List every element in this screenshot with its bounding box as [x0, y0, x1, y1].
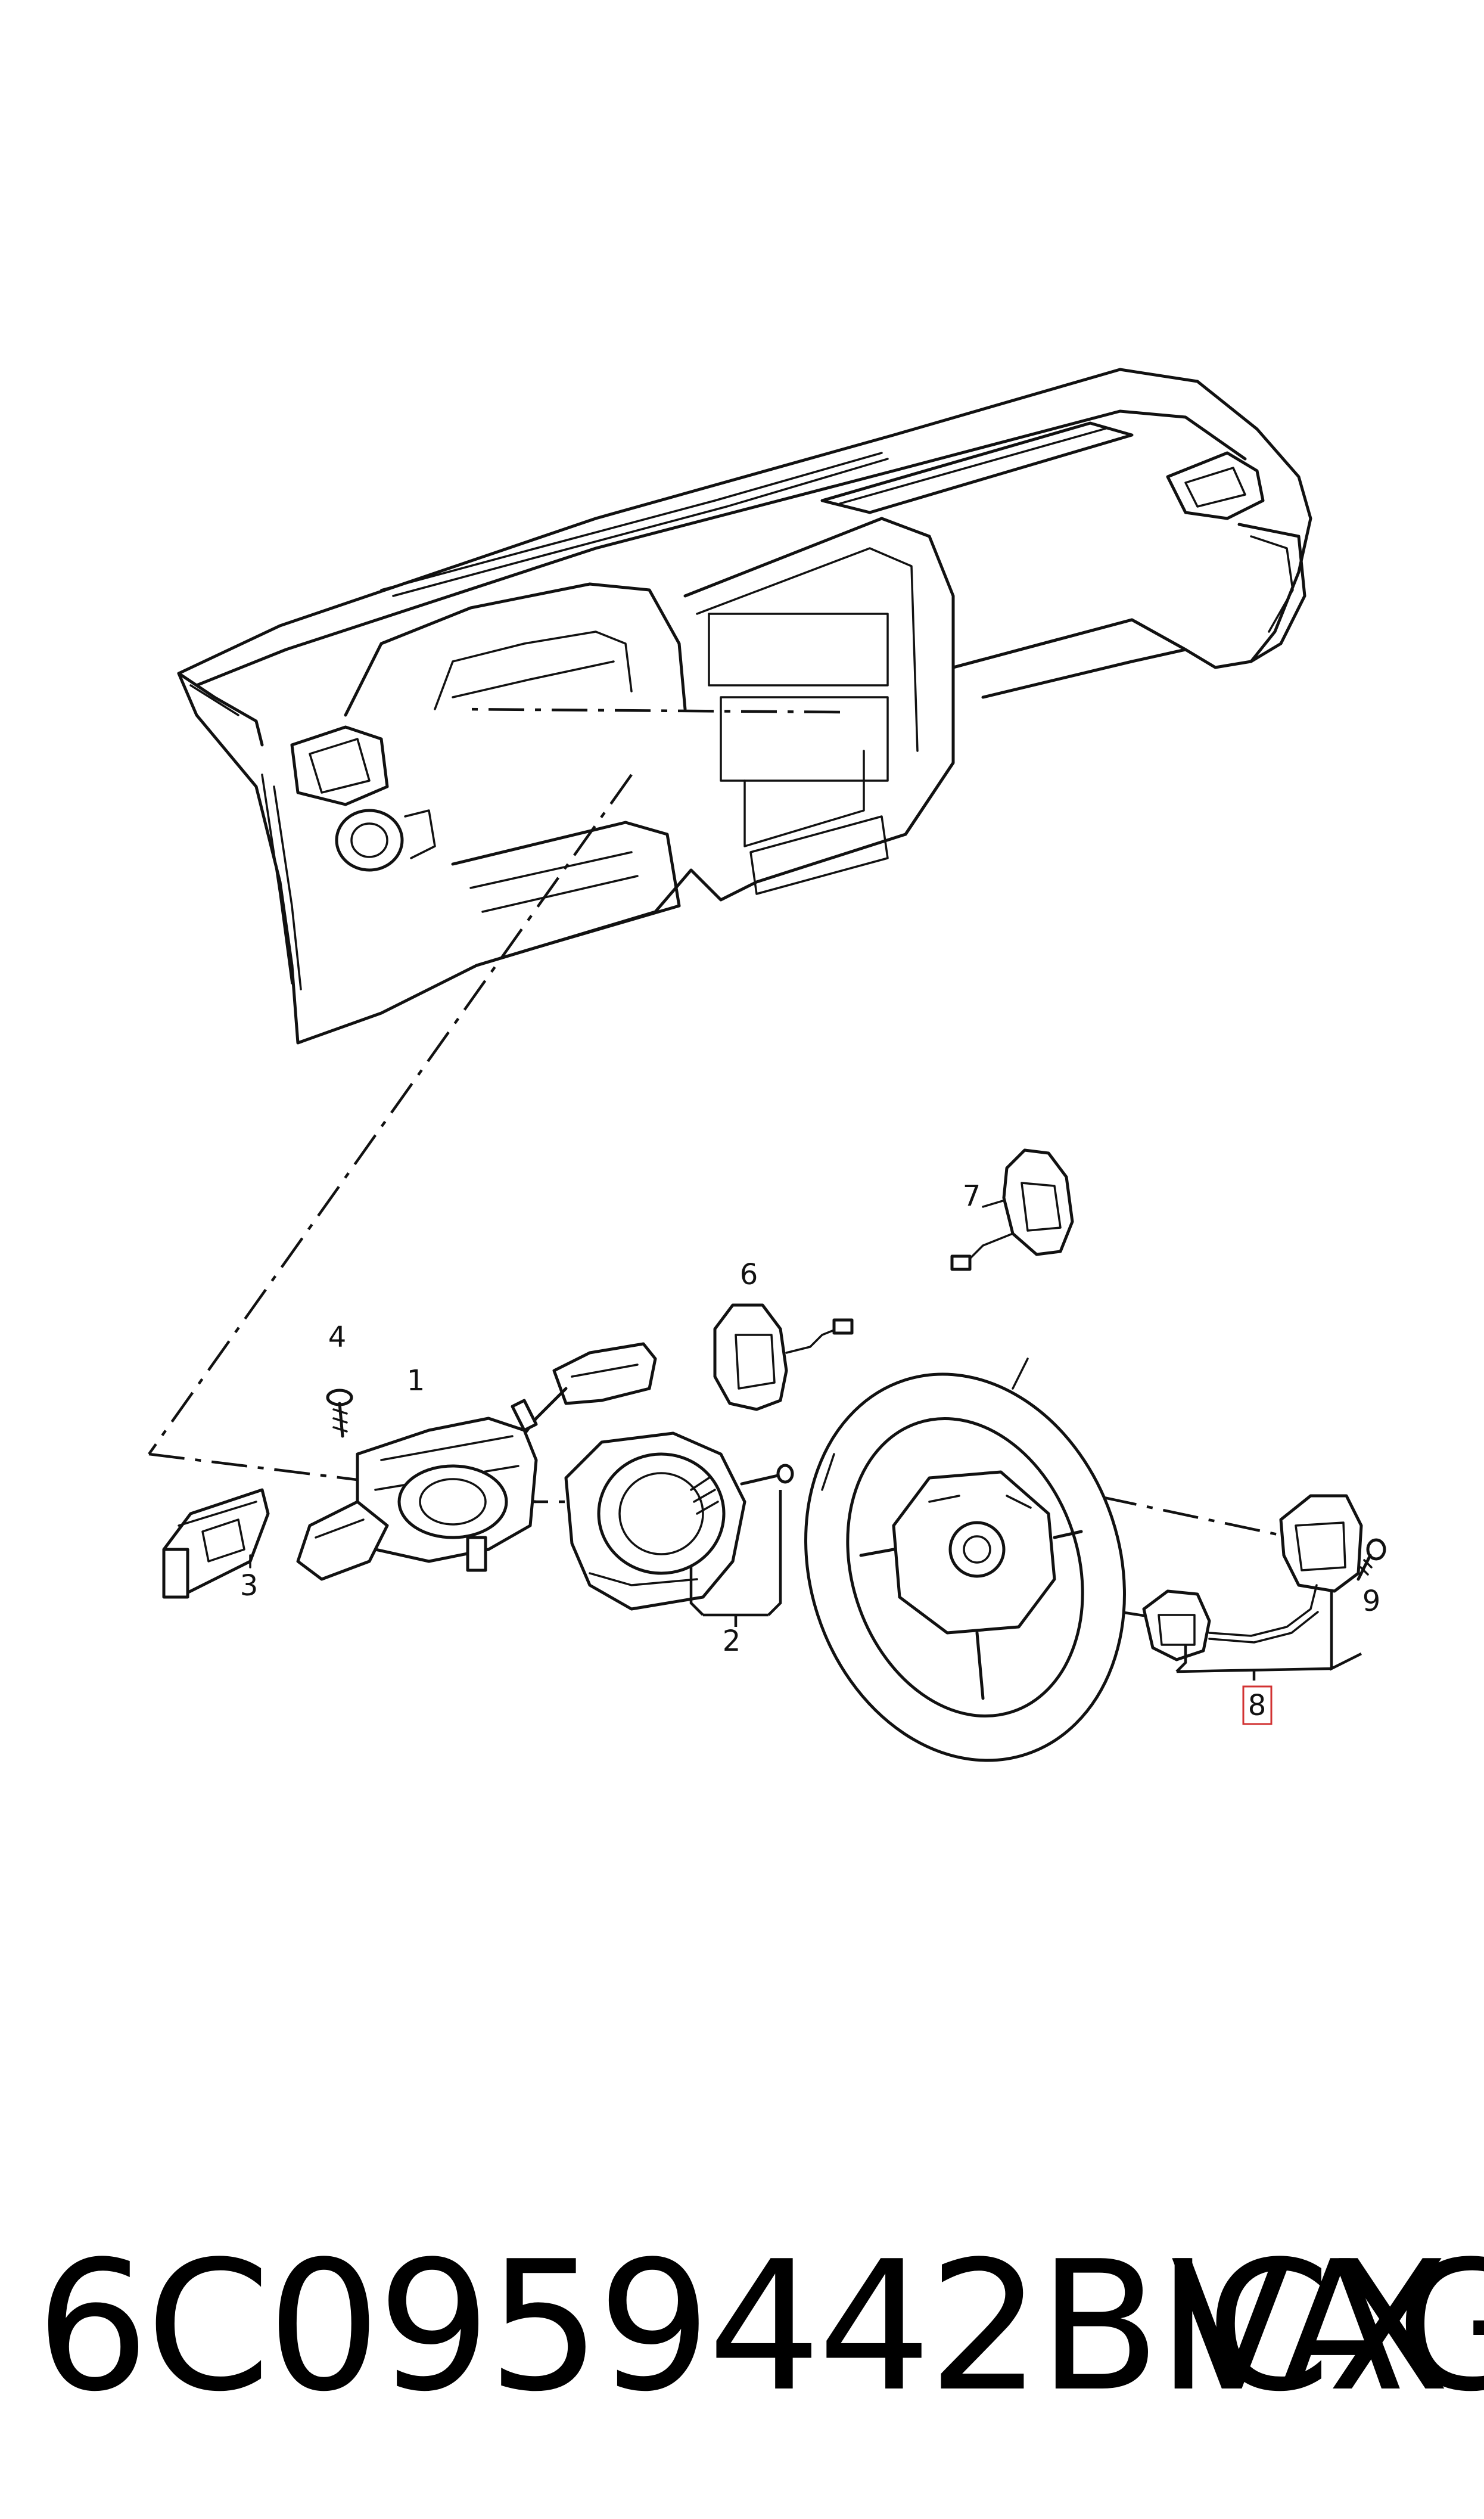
steering-wheel	[804, 1358, 1126, 1762]
callout-1: 1	[407, 1364, 425, 1397]
dashboard-assembly	[177, 368, 1312, 1045]
callout-brackets	[249, 1490, 1362, 1681]
part-6-steering-wheel-button	[713, 1303, 854, 1411]
callout-2: 2	[723, 1625, 741, 1658]
callout-7: 7	[963, 1179, 981, 1213]
callout-8: 8	[1248, 1689, 1267, 1722]
callout-3: 3	[240, 1569, 259, 1602]
part-4-screw	[326, 1389, 353, 1438]
callout-4: 4	[328, 1321, 347, 1354]
part-number: 6C0959442BICX	[36, 2223, 1450, 2431]
part-9-screw	[1357, 1538, 1386, 1581]
part-8-multifunction-switch	[1142, 1494, 1363, 1661]
callout-labels: 1 2 3 4 6 7 8 9	[240, 1179, 1381, 1725]
part-3-bracket	[162, 1488, 270, 1599]
callout-6: 6	[740, 1258, 758, 1291]
callout-9: 9	[1362, 1585, 1381, 1618]
part-2-clock-spring	[564, 1431, 794, 1611]
part-7-steering-wheel-button	[950, 1148, 1074, 1271]
part-1-combination-switch	[296, 1342, 657, 1581]
brand-label: VAG	[1171, 2223, 1484, 2431]
callout-8-highlight	[1242, 1685, 1273, 1725]
